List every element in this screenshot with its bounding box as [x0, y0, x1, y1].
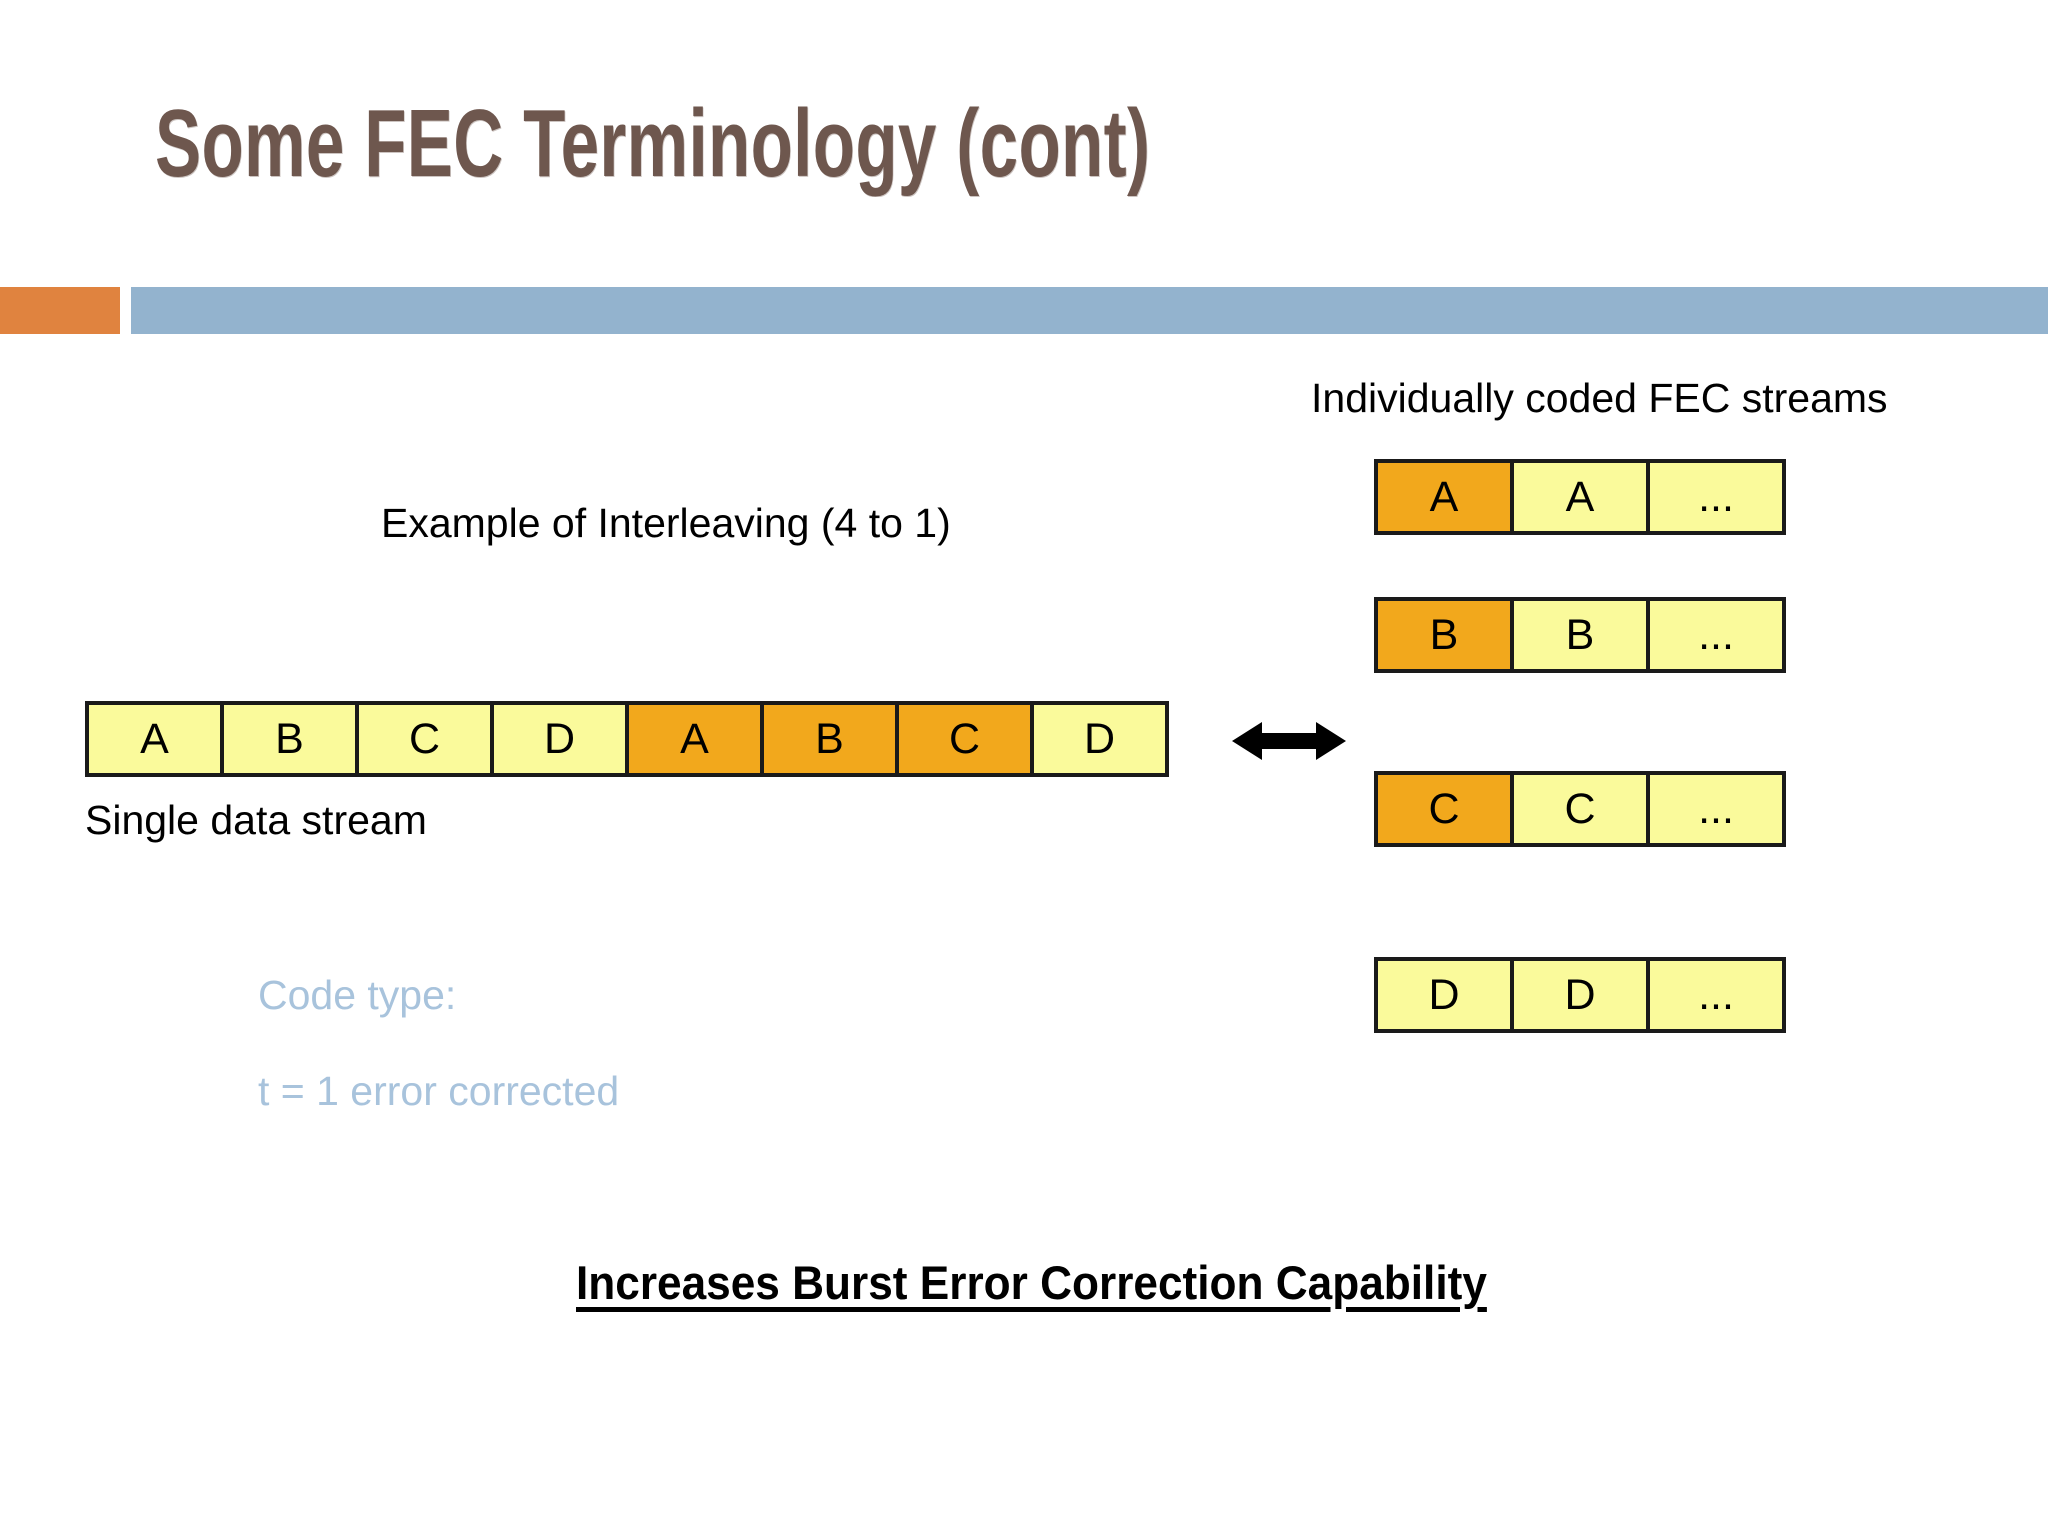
fec-stream-c-cell: C	[1374, 771, 1514, 847]
fec-stream-d-cell: D	[1510, 957, 1650, 1033]
fec-stream-c-cell: ...	[1646, 771, 1786, 847]
single-data-stream-cell: C	[355, 701, 494, 777]
single-data-stream-cell: D	[1030, 701, 1169, 777]
conclusion-statement: Increases Burst Error Correction Capabil…	[576, 1256, 1487, 1309]
single-data-stream-cell: A	[625, 701, 764, 777]
single-data-stream-cell: B	[760, 701, 899, 777]
fec-stream-b-cell: B	[1510, 597, 1650, 673]
double-arrow-horizontal-icon	[1232, 718, 1346, 764]
single-data-stream-cell: A	[85, 701, 224, 777]
single-data-stream-cell: B	[220, 701, 359, 777]
fec-stream-d-cell: ...	[1646, 957, 1786, 1033]
fec-stream-c-cell: C	[1510, 771, 1650, 847]
header-divider-bar	[131, 287, 2048, 334]
fec-streams-heading: Individually coded FEC streams	[1311, 375, 1888, 421]
single-data-stream-label: Single data stream	[85, 797, 427, 843]
interleaving-example-heading: Example of Interleaving (4 to 1)	[381, 500, 951, 546]
fec-stream-a-cell: ...	[1646, 459, 1786, 535]
fec-stream-b-cell: B	[1374, 597, 1514, 673]
single-data-stream-cell: C	[895, 701, 1034, 777]
error-correction-t-label: t = 1 error corrected	[258, 1068, 620, 1114]
page-title: Some FEC Terminology (cont)	[155, 90, 1151, 197]
fec-stream-b-cell: ...	[1646, 597, 1786, 673]
fec-stream-d-cell: D	[1374, 957, 1514, 1033]
code-type-label: Code type:	[258, 972, 457, 1018]
fec-stream-a-cell: A	[1374, 459, 1514, 535]
fec-stream-a-cell: A	[1510, 459, 1650, 535]
header-accent-bar	[0, 287, 120, 334]
single-data-stream-cell: D	[490, 701, 629, 777]
